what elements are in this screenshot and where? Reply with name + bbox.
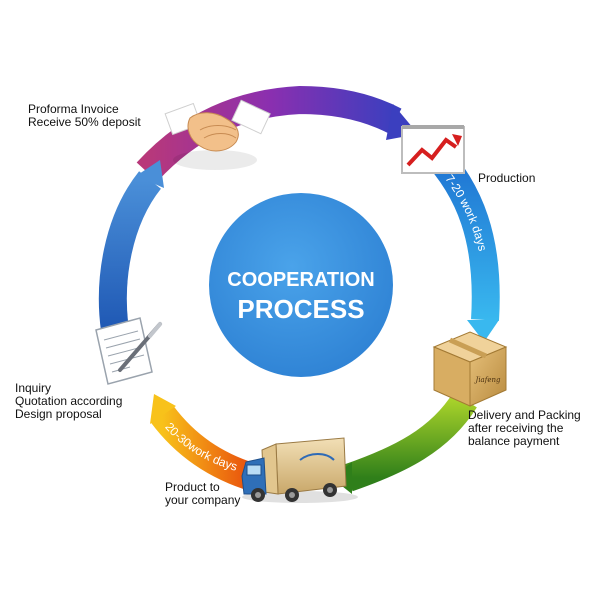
proforma-line1: Proforma Invoice [28,102,119,116]
document-pen-icon [95,317,162,385]
arrow-to-inquiry [150,394,176,424]
delivery-line1: Delivery and Packing [468,408,581,422]
arc-delivery-to-product [343,392,477,492]
product-line1: Product to [165,480,220,494]
inquiry-line1: Inquiry [15,381,52,395]
cardboard-box-icon: Jiafeng [432,331,508,407]
box-brand-text: Jiafeng [474,376,501,384]
inquiry-line3: Design proposal [15,407,102,421]
step-production-label: Production [478,172,535,185]
arrow-to-delivery [467,320,499,342]
delivery-line2: after receiving the [468,421,564,435]
production-chart-icon [401,125,465,174]
product-line2: your company [165,493,241,507]
delivery-truck-icon [241,437,358,503]
center-title-line2: PROCESS [237,294,364,324]
handshake-icon [164,99,271,170]
inquiry-line2: Quotation according [15,394,123,408]
arc-proforma-to-production [136,85,402,182]
arc-inquiry-to-proforma [98,171,162,332]
center-circle: COOPERATION PROCESS [209,193,393,377]
proforma-line2: Receive 50% deposit [28,115,141,129]
step-delivery-label: Delivery and Packing after receiving the… [468,409,581,448]
delivery-line3: balance payment [468,434,560,448]
arrow-to-proforma [136,160,164,188]
step-product-label: Product to your company [165,481,240,507]
production-line1: Production [478,171,536,185]
step-inquiry-label: Inquiry Quotation according Design propo… [15,382,122,421]
center-title-line1: COOPERATION [227,269,374,291]
step-proforma-label: Proforma Invoice Receive 50% deposit [28,103,141,129]
